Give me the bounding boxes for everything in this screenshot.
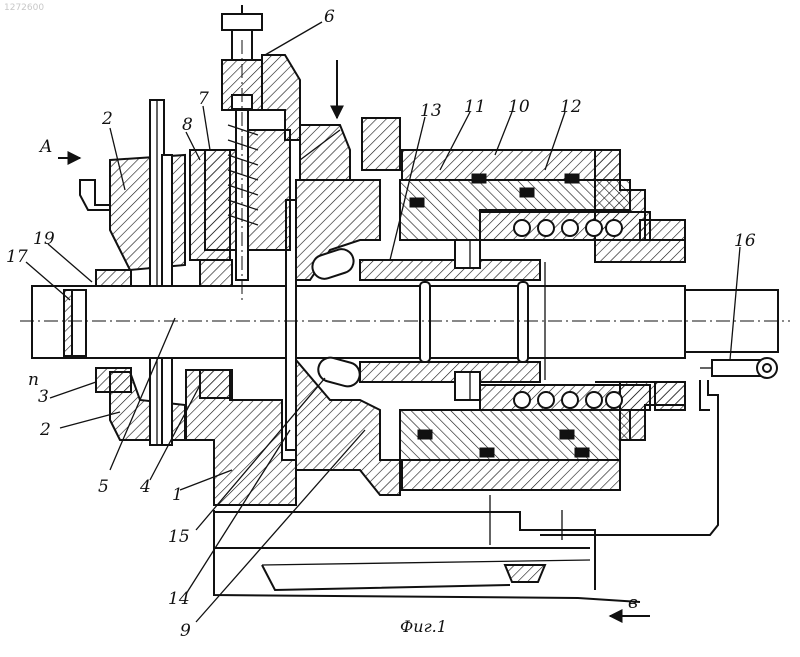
view-arrow-b: в: [610, 593, 650, 616]
machine-base: [214, 495, 640, 602]
label-6: 6: [324, 7, 335, 27]
label-1: 1: [172, 485, 183, 505]
label-10: 10: [508, 97, 530, 117]
upper-housing: [296, 118, 685, 280]
label-9: 9: [180, 621, 191, 641]
label-3: 3: [38, 387, 49, 407]
label-2-bottom: 2: [39, 420, 51, 440]
label-17: 17: [6, 247, 28, 267]
label-11: 11: [464, 97, 486, 117]
label-7: 7: [198, 89, 209, 109]
view-arrow-a: A: [38, 137, 80, 158]
label-2-top: 2: [101, 109, 113, 129]
figure-caption: Фиг.1: [400, 617, 447, 636]
vertical-rods: [150, 100, 172, 445]
label-12: 12: [560, 97, 582, 117]
label-16: 16: [734, 231, 756, 251]
label-15: 15: [168, 527, 190, 547]
label-14: 14: [168, 589, 190, 609]
label-5: 5: [98, 477, 109, 497]
label-19: 19: [33, 229, 55, 249]
label-13: 13: [420, 101, 442, 121]
view-b-label: в: [628, 593, 638, 613]
watermark: 1272600: [4, 3, 44, 13]
label-8: 8: [182, 115, 193, 135]
label-4: 4: [139, 477, 151, 497]
view-a-label: A: [38, 137, 52, 157]
